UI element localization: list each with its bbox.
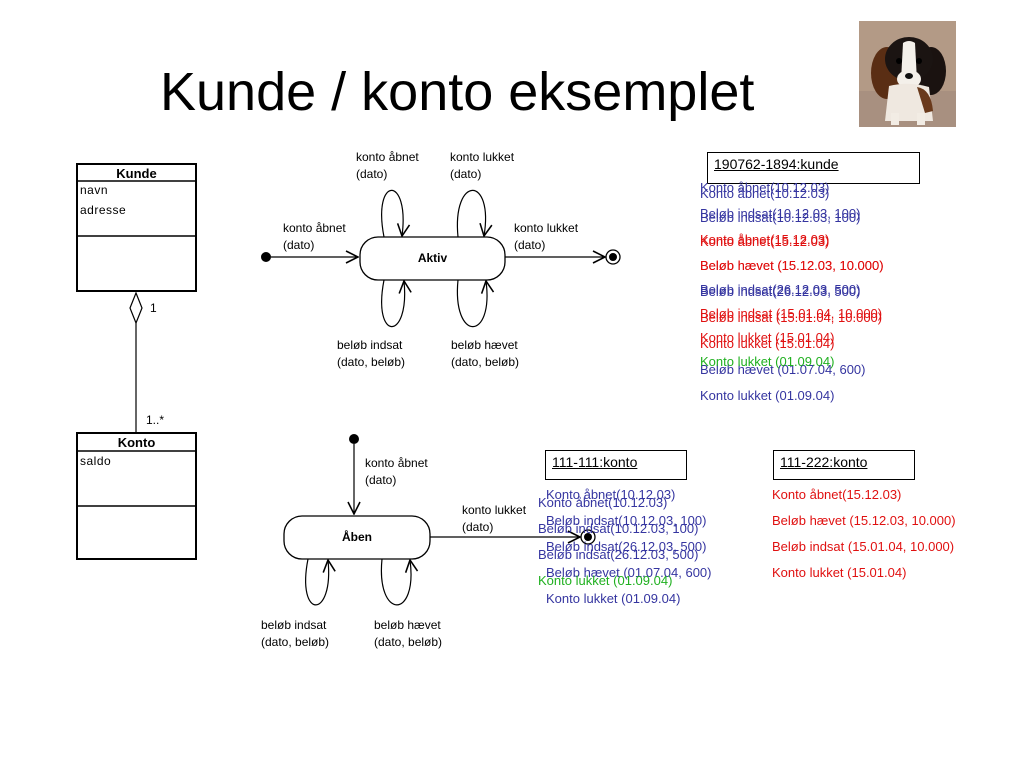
log-entry: Konto lukket (01.09.04) — [700, 388, 835, 403]
loop-label-beloeb-indsat-2: beløb indsat(dato, beløb) — [261, 618, 330, 649]
page-title: Kunde / konto eksemplet — [160, 62, 755, 122]
event-log-konto-222: Konto åbnet(15.12.03) Beløb hævet (15.12.… — [772, 482, 956, 586]
loop-label-beloeb-haevet-2: beløb hævet(dato, beløb) — [374, 618, 443, 649]
event-log-kunde: Konto åbnet(10.12.03) Beløb indsat(10.12.… — [700, 175, 884, 409]
transition-in-label-2: konto åbnet(dato) — [365, 456, 428, 487]
aggregation-association — [129, 291, 143, 433]
transition-out-label-2: konto lukket(dato) — [462, 503, 527, 534]
event-log-konto-111: Konto åbnet(10.12.03) Beløb indsat(10.12.… — [546, 482, 712, 612]
log-entry: Beløb indsat(10.12.03, 100) — [538, 521, 699, 536]
konto-attr-saldo: saldo — [80, 454, 112, 468]
log-entry: Beløb hævet (15.12.03, 10.000) — [772, 513, 956, 528]
log-entry: Beløb indsat (15.01.04, 10.000) — [700, 310, 883, 325]
log-entry: Konto lukket (01.09.04) — [538, 573, 673, 588]
state-aaben-label: Åben — [342, 530, 372, 544]
log-entry: Beløb indsat(26.12.03, 500) — [538, 547, 699, 562]
object-kunde-label: 190762-1894:kunde — [714, 156, 839, 172]
uml-class-konto — [76, 432, 197, 560]
konto-class-name: Konto — [117, 435, 156, 450]
kunde-attr-navn: navn — [80, 183, 109, 197]
log-entry: Beløb hævet (15.12.03, 10.000) — [700, 258, 884, 273]
log-entry: Konto åbnet(10.12.03) — [538, 495, 668, 510]
state-aktiv-label: Aktiv — [417, 251, 448, 265]
log-entry: Konto lukket (15.01.04) — [700, 330, 835, 345]
log-entry: Beløb indsat(26.12.03, 500) — [700, 282, 861, 297]
log-entry: Beløb indsat(26.12.03, 500) — [700, 284, 861, 299]
loop-label-beloeb-indsat: beløb indsat(dato, beløb) — [337, 338, 406, 369]
log-entry: Konto åbnet(15.12.03) — [700, 232, 830, 247]
log-entry: Konto lukket (01.09.04) — [546, 591, 681, 606]
state-aktiv — [359, 236, 506, 281]
uml-class-kunde — [76, 163, 197, 292]
log-entry: Beløb indsat (15.01.04, 10.000) — [700, 306, 883, 321]
log-entry: Konto åbnet(10.12.03) — [700, 180, 830, 195]
log-entry: Beløb hævet (01.07.04, 600) — [700, 362, 866, 377]
log-entry: Beløb hævet (01.07.04, 600) — [546, 565, 712, 580]
log-entry: Konto åbnet(10.12.03) — [546, 487, 676, 502]
log-entry: Beløb indsat(10.12.03, 100) — [700, 206, 861, 221]
kunde-class-name: Kunde — [116, 166, 157, 181]
object-kunde: 190762-1894:kunde — [707, 152, 920, 184]
log-entry: Beløb indsat(10.12.03, 100) — [700, 210, 861, 225]
object-konto-111-label: 111-111:konto — [552, 454, 638, 470]
event-log-konto-111-overlay: Konto åbnet(10.12.03) Beløb indsat(10.12.… — [538, 490, 698, 594]
loop-label-konto-lukket: konto lukket(dato) — [450, 150, 515, 181]
event-log-kunde-overlay: Konto åbnet(10.12.03) Beløb indsat(10.12.… — [700, 182, 884, 374]
transition-out-label: konto lukket(dato) — [514, 221, 579, 252]
log-entry: Konto åbnet(10.12.03) — [700, 186, 830, 201]
log-entry: Konto åbnet(15.12.03) — [700, 234, 830, 249]
log-entry: Beløb indsat(10.12.03, 100) — [546, 513, 707, 528]
state-diagram-bottom — [283, 434, 596, 606]
initial-state-dot — [261, 252, 271, 262]
log-entry: Konto lukket (15.01.04) — [772, 565, 907, 580]
loop-label-konto-aabnet: konto åbnet(dato) — [356, 150, 419, 181]
initial-state-dot-2 — [349, 434, 359, 444]
kunde-attr-adresse: adresse — [80, 203, 127, 217]
log-entry: Konto åbnet(15.12.03) — [772, 487, 902, 502]
log-entry: Beløb indsat (15.01.04, 10.000) — [772, 539, 955, 554]
log-entry: Konto lukket (01.09.04) — [700, 354, 835, 369]
transition-in-label: konto åbnet(dato) — [283, 221, 346, 252]
object-konto-222-label: 111-222:konto — [780, 454, 868, 470]
log-entry: Konto lukket (15.01.04) — [700, 336, 835, 351]
log-entry: Beløb indsat(26.12.03, 500) — [546, 539, 707, 554]
object-konto-111: 111-111:konto — [545, 450, 687, 480]
puppy-photo — [859, 21, 956, 127]
loop-label-beloeb-haevet: beløb hævet(dato, beløb) — [451, 338, 520, 369]
state-diagram-top — [261, 190, 621, 327]
multiplicity-many: 1..* — [146, 413, 165, 427]
log-entry: Beløb hævet (15.12.03, 10.000) — [700, 258, 884, 273]
object-konto-222: 111-222:konto — [773, 450, 915, 480]
multiplicity-one: 1 — [150, 301, 157, 315]
